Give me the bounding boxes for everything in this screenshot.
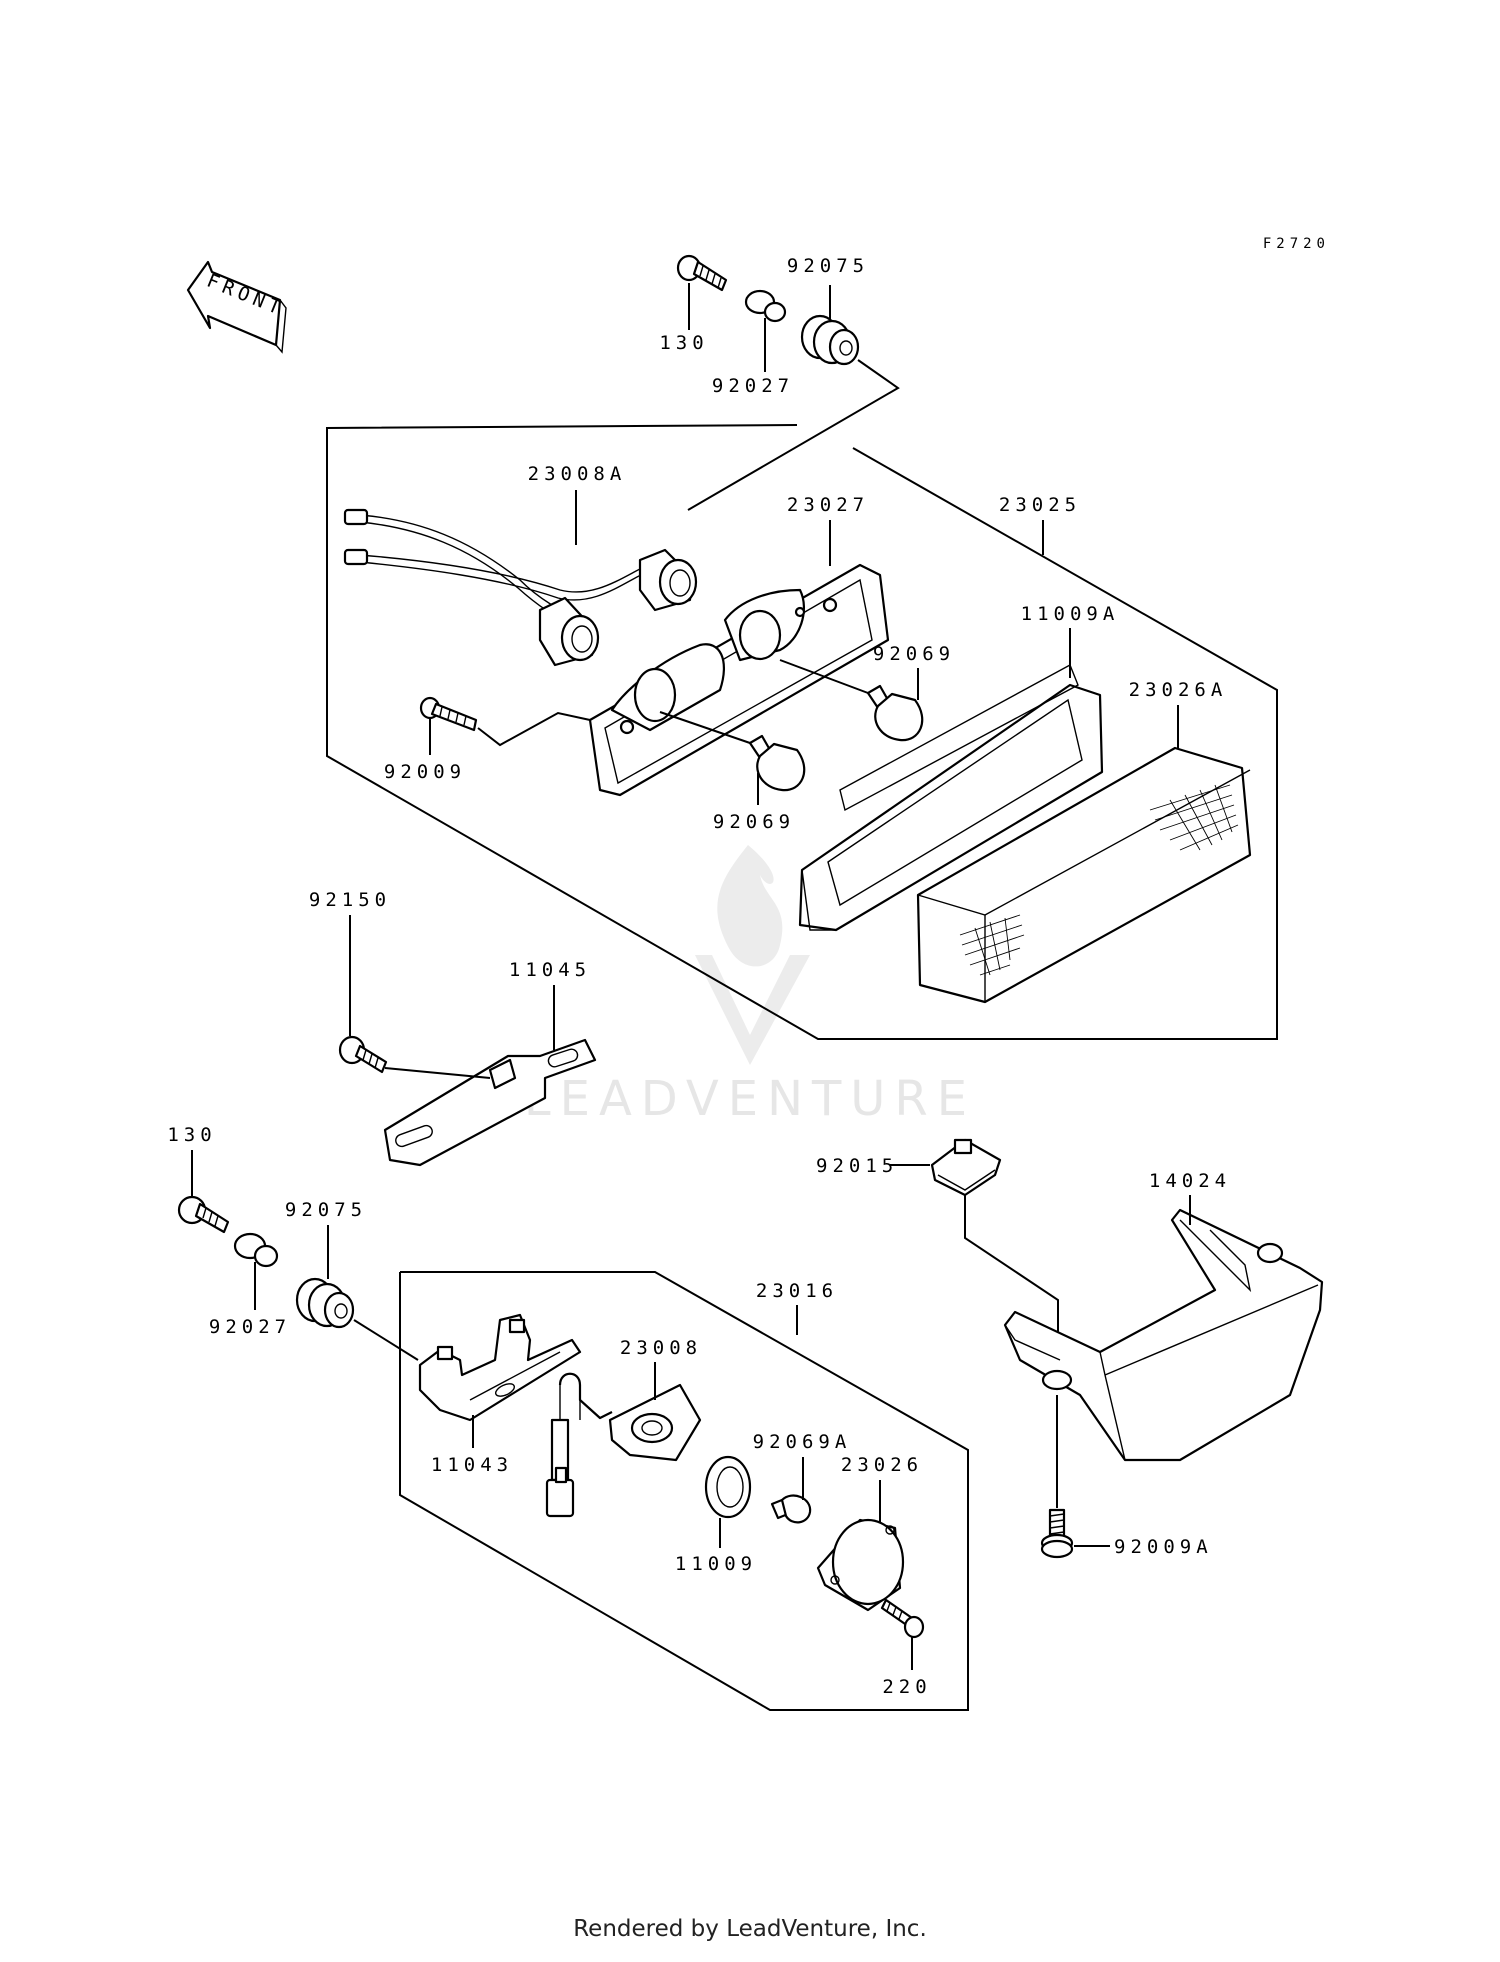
watermark-text: LEADVENTURE	[524, 1071, 976, 1127]
bolt-130-top	[676, 254, 728, 292]
label-23008A: 23008A	[528, 463, 627, 485]
bulb-92069A	[770, 1494, 812, 1524]
label-92027-bottom: 92027	[209, 1316, 291, 1338]
label-92069A: 92069A	[753, 1431, 852, 1453]
grommet-92075-top	[800, 314, 860, 366]
label-130-bottom: 130	[167, 1124, 216, 1146]
housing-23027	[588, 563, 890, 797]
label-92075-top: 92075	[787, 255, 869, 277]
label-11043: 11043	[431, 1454, 513, 1476]
screw-92009	[419, 696, 478, 732]
collar-92027-bottom	[233, 1232, 279, 1268]
bracket-11045	[383, 1038, 597, 1167]
label-23008: 23008	[620, 1337, 702, 1359]
lens-23026A	[916, 746, 1252, 1004]
label-23026: 23026	[841, 1454, 923, 1476]
socket-23008	[545, 1372, 702, 1518]
screw-220	[880, 1598, 925, 1639]
grommet-92075-bottom	[295, 1277, 355, 1329]
label-92027-top: 92027	[712, 375, 794, 397]
bolt-92150	[338, 1035, 388, 1074]
gasket-11009	[704, 1455, 752, 1519]
label-92009: 92009	[384, 761, 466, 783]
bulb-92069-right	[779, 659, 924, 742]
bolt-130-bottom	[177, 1195, 230, 1234]
label-11009A: 11009A	[1021, 603, 1120, 625]
diagram-code: F2720	[1263, 236, 1330, 252]
bracket-11043	[418, 1313, 582, 1422]
label-23027: 23027	[787, 494, 869, 516]
label-14024: 14024	[1149, 1170, 1231, 1192]
label-130-top: 130	[659, 332, 708, 354]
label-23016: 23016	[756, 1280, 838, 1302]
label-92009A: 92009A	[1114, 1536, 1213, 1558]
front-arrow-icon: FRONT	[186, 260, 288, 354]
label-220: 220	[882, 1676, 931, 1698]
lens-gasket-11009A	[798, 664, 1104, 932]
bulb-92069-left	[659, 711, 806, 792]
label-92015: 92015	[816, 1155, 898, 1177]
label-23026A: 23026A	[1129, 679, 1228, 701]
part-labels: 130 92027 92075 23008A 23027 23025 92069…	[167, 255, 1231, 1698]
wiring-harness-23008A	[343, 490, 698, 667]
label-23025: 23025	[999, 494, 1081, 516]
screw-92009A	[1040, 1508, 1074, 1559]
watermark: LEADVENTURE	[524, 845, 976, 1127]
clip-92015	[930, 1138, 1002, 1197]
lens-23026	[816, 1518, 905, 1612]
reflector-14024	[1003, 1208, 1324, 1462]
label-92069-left: 92069	[713, 811, 795, 833]
label-11045: 11045	[509, 959, 591, 981]
label-11009: 11009	[675, 1553, 757, 1575]
collar-92027-top	[744, 289, 787, 323]
label-92150: 92150	[309, 889, 391, 911]
label-92069-right: 92069	[873, 643, 955, 665]
footer-credit: Rendered by LeadVenture, Inc.	[573, 1916, 927, 1942]
label-92075-bottom: 92075	[285, 1199, 367, 1221]
